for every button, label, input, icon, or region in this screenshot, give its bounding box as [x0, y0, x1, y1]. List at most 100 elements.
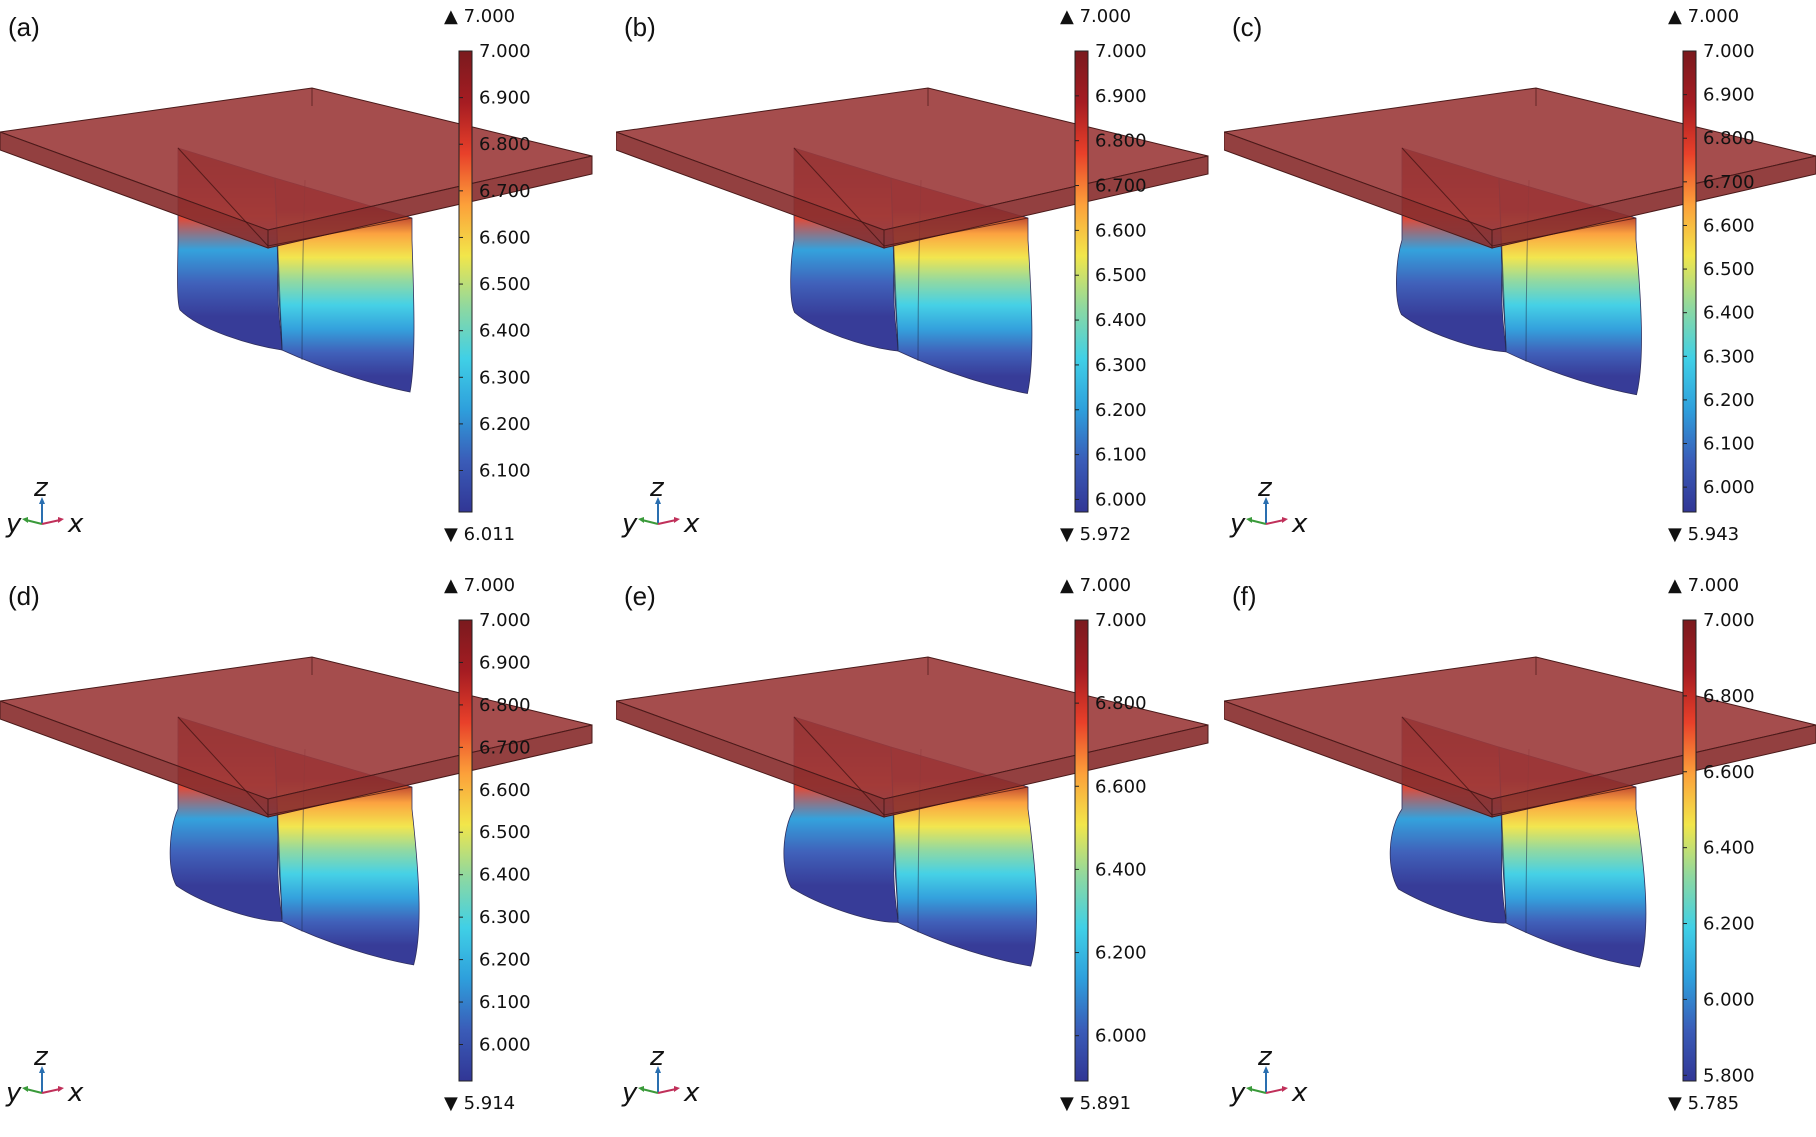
min-value-label: ▼ 5.891 — [1060, 1093, 1131, 1114]
panel-label: (b) — [624, 12, 656, 42]
colorbar-tick-label: 6.800 — [1703, 128, 1755, 149]
colorbar-tick-label: 6.400 — [1703, 303, 1755, 324]
colorbar-tick-label: 6.600 — [1703, 215, 1755, 236]
colorbar-tick-label: 6.100 — [479, 992, 531, 1013]
colorbar-tick-label: 7.000 — [1703, 610, 1755, 631]
colorbar-tick-label: 6.600 — [1095, 220, 1147, 241]
colorbar-tick-label: 5.800 — [1703, 1065, 1755, 1086]
axis-label-x: x — [67, 509, 84, 539]
colorbar-tick-label: 6.300 — [1095, 355, 1147, 376]
axis-label-y: y — [1229, 509, 1246, 539]
axis-label-z: z — [33, 473, 49, 503]
max-value-label: ▲ 7.000 — [444, 575, 515, 596]
colorbar-tick-label: 6.800 — [1095, 693, 1147, 714]
axis-label-z: z — [1257, 473, 1273, 503]
colorbar-tick-label: 6.500 — [1095, 265, 1147, 286]
panel-label: (a) — [8, 12, 40, 42]
colorbar-tick-label: 6.100 — [479, 461, 531, 482]
colorbar-tick-label: 7.000 — [1095, 41, 1147, 62]
colorbar-tick-label: 6.000 — [1703, 989, 1755, 1010]
axis-label-x: x — [683, 1078, 700, 1108]
colorbar-tick-label: 6.200 — [1703, 914, 1755, 935]
colorbar-tick-label: 6.600 — [479, 227, 531, 248]
colorbar-tick-label: 6.600 — [479, 780, 531, 801]
colorbar-tick-label: 6.400 — [479, 865, 531, 886]
colorbar-tick-label: 6.200 — [479, 950, 531, 971]
colorbar-tick-label: 6.000 — [1703, 477, 1755, 498]
colorbar-tick-label: 6.400 — [479, 321, 531, 342]
axis-triad: zy x — [1229, 473, 1308, 539]
colorbar-tick-label: 6.600 — [1703, 762, 1755, 783]
panel-c-plot: 7.0006.9006.8006.7006.6006.5006.4006.300… — [1224, 6, 1816, 545]
colorbar-tick-label: 6.800 — [1703, 686, 1755, 707]
colorbar-tick-label: 6.300 — [1703, 346, 1755, 367]
colorbar-tick-label: 6.900 — [1095, 86, 1147, 107]
colorbar-tick-label: 6.200 — [479, 414, 531, 435]
colorbar: 7.0006.9006.8006.7006.6006.5006.4006.300… — [444, 575, 531, 1114]
axis-label-y: y — [5, 509, 22, 539]
axis-label-y: y — [621, 1078, 638, 1108]
colorbar-tick-label: 6.100 — [1095, 445, 1147, 466]
panel-a-plot: 7.0006.9006.8006.7006.6006.5006.4006.300… — [0, 6, 593, 545]
top-slab — [1224, 87, 1816, 249]
colorbar-tick-label: 6.500 — [479, 274, 531, 295]
colorbar-tick-label: 7.000 — [479, 41, 531, 62]
max-value-label: ▲ 7.000 — [1060, 575, 1131, 596]
colorbar-tick-label: 6.000 — [1095, 1026, 1147, 1047]
colorbar-tick-label: 6.500 — [479, 822, 531, 843]
max-value-label: ▲ 7.000 — [1060, 6, 1131, 27]
colorbar-tick-label: 6.800 — [479, 134, 531, 155]
colorbar-tick-label: 6.600 — [1095, 776, 1147, 797]
colorbar-tick-label: 6.800 — [1095, 131, 1147, 152]
axis-label-z: z — [33, 1042, 49, 1072]
min-value-label: ▼ 5.943 — [1668, 524, 1739, 545]
max-value-label: ▲ 7.000 — [1668, 575, 1739, 596]
colorbar-tick-label: 6.900 — [1703, 85, 1755, 106]
colorbar-tick-label: 6.200 — [1095, 400, 1147, 421]
top-slab — [0, 87, 593, 249]
axis-label-z: z — [649, 1042, 665, 1072]
max-value-label: ▲ 7.000 — [444, 6, 515, 27]
colorbar-tick-label: 7.000 — [1095, 610, 1147, 631]
colorbar: 7.0006.9006.8006.7006.6006.5006.4006.300… — [444, 6, 531, 545]
axis-label-x: x — [683, 509, 700, 539]
panel-label: (d) — [8, 581, 40, 611]
panel-a: (a) 7.000 6.900 6.800 6.700 6.600 6.500 6.400 6… — [0, 0, 605, 568]
colorbar: 7.0006.9006.8006.7006.6006.5006.4006.300… — [1060, 6, 1147, 545]
colorbar-tick-label: 6.700 — [1095, 176, 1147, 197]
min-value-label: ▼ 5.972 — [1060, 524, 1131, 545]
min-value-label: ▼ 5.785 — [1668, 1093, 1739, 1114]
panel-label: (c) — [1232, 12, 1263, 42]
axis-triad: zy x — [5, 473, 84, 539]
colorbar-tick-label: 6.900 — [479, 88, 531, 109]
axis-label-x: x — [1291, 509, 1308, 539]
axis-triad: zy x — [621, 1042, 700, 1108]
axis-label-z: z — [649, 473, 665, 503]
colorbar-tick-label: 6.700 — [479, 737, 531, 758]
axis-label-x: x — [1291, 1078, 1308, 1108]
top-slab — [616, 87, 1209, 249]
min-value-label: ▼ 6.011 — [444, 524, 515, 545]
colorbar-tick-label: 6.000 — [1095, 489, 1147, 510]
colorbar-tick-label: 6.800 — [479, 695, 531, 716]
colorbar: 7.0006.9006.8006.7006.6006.5006.4006.300… — [1668, 6, 1755, 545]
top-slab — [1224, 656, 1816, 818]
colorbar-tick-label: 6.700 — [479, 181, 531, 202]
max-value-label: ▲ 7.000 — [1668, 6, 1739, 27]
colorbar-tick-label: 6.200 — [1095, 943, 1147, 964]
colorbar-tick-label: 7.000 — [1703, 41, 1755, 62]
colorbar-tick-label: 6.500 — [1703, 259, 1755, 280]
colorbar-tick-label: 6.900 — [479, 652, 531, 673]
panel-label: (f) — [1232, 581, 1257, 611]
colorbar-tick-label: 6.200 — [1703, 390, 1755, 411]
